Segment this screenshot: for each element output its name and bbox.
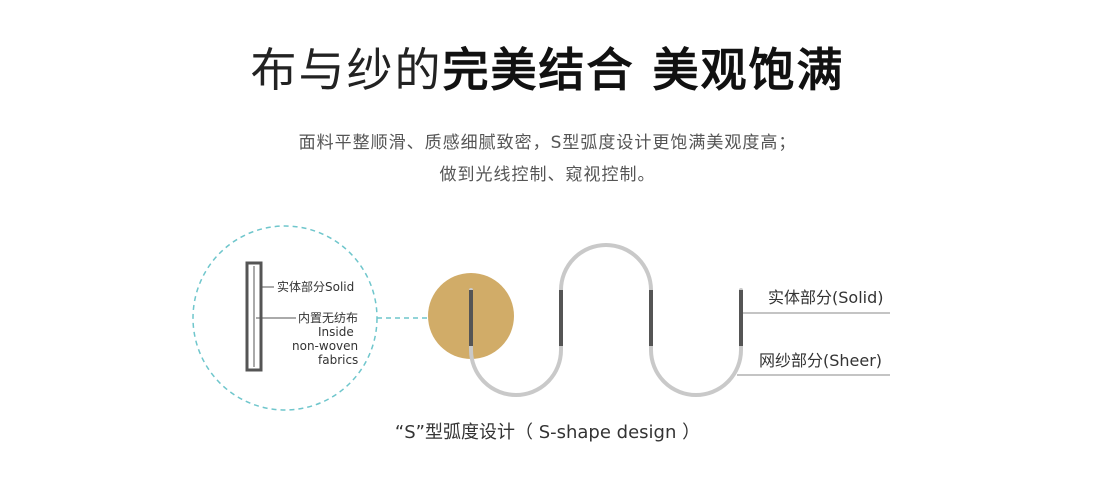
s-curve-solid-label: 实体部分(Solid) [768, 288, 884, 307]
detail-inner-label-en-3: fabrics [318, 353, 359, 367]
detail-solid-label: 实体部分Solid [277, 280, 355, 294]
s-curve-sheer-label: 网纱部分(Sheer) [759, 351, 883, 370]
detail-inner-label-en-2: non-woven [292, 339, 359, 353]
detail-inner-label-en-1: Inside [318, 325, 354, 339]
detail-inner-label-cn: 内置无纺布 [298, 311, 359, 325]
fabric-cross-section [245, 261, 263, 372]
page-title: 布与纱的完美结合 美观饱满 [0, 38, 1095, 102]
title-bold: 完美结合 美观饱满 [442, 43, 845, 97]
title-light: 布与纱的 [250, 43, 443, 97]
description-line-1: 面料平整顺滑、质感细腻致密，S型弧度设计更饱满美观度高； [298, 133, 797, 153]
description-line-2: 做到光线控制、窥视控制。 [439, 165, 656, 185]
sheer-s-curve [469, 243, 743, 397]
diagram-caption: “S”型弧度设计（ S-shape design ） [394, 422, 701, 443]
